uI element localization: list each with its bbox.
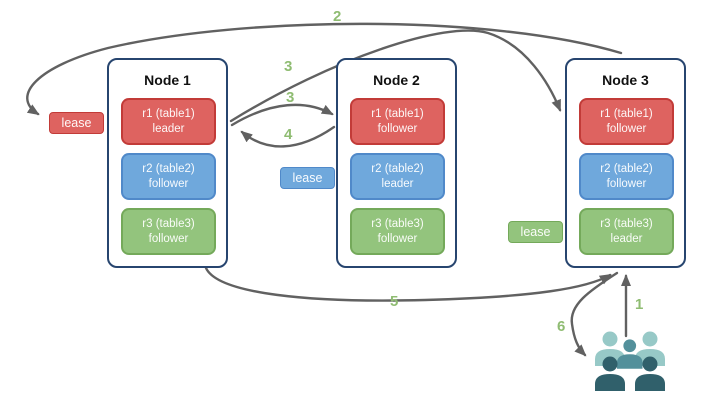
node-1-title: Node 1 — [144, 72, 191, 88]
node-1: Node 1 r1 (table1) leader r2 (table2) fo… — [107, 58, 228, 268]
replica-name: r1 (table1) — [371, 107, 424, 120]
replica-name: r3 (table3) — [600, 217, 653, 230]
replica-name: r1 (table1) — [600, 107, 653, 120]
node-2: Node 2 r1 (table1) follower r2 (table2) … — [336, 58, 457, 268]
lease-badge-table2: lease — [280, 167, 335, 189]
replica-role: follower — [606, 177, 647, 190]
arrow-step5-node1-to-node3 — [204, 266, 612, 302]
node3-replica-r3: r3 (table3) leader — [579, 208, 674, 255]
replica-name: r1 (table1) — [142, 107, 195, 120]
replica-name: r2 (table2) — [371, 162, 424, 175]
node1-replica-r1: r1 (table1) leader — [121, 98, 216, 145]
lease-badge-table1: lease — [49, 112, 104, 134]
node1-replica-r3: r3 (table3) follower — [121, 208, 216, 255]
lease-badge-table3: lease — [508, 221, 563, 243]
step-label-5: 5 — [390, 293, 399, 310]
replica-name: r2 (table2) — [142, 162, 195, 175]
step-label-1: 1 — [635, 296, 644, 313]
step-label-2: 2 — [333, 8, 342, 25]
node-3: Node 3 r1 (table1) follower r2 (table2) … — [565, 58, 686, 268]
replica-name: r3 (table3) — [371, 217, 424, 230]
step-label-4: 4 — [284, 126, 293, 143]
replica-role: follower — [377, 232, 418, 245]
node-2-title: Node 2 — [373, 72, 420, 88]
node-3-title: Node 3 — [602, 72, 649, 88]
node1-replica-r2: r2 (table2) follower — [121, 153, 216, 200]
node2-replica-r1: r1 (table1) follower — [350, 98, 445, 145]
replica-role: leader — [152, 122, 185, 135]
replica-role: follower — [377, 122, 418, 135]
node3-replica-r1: r1 (table1) follower — [579, 98, 674, 145]
replica-role: leader — [381, 177, 414, 190]
replica-role: follower — [606, 122, 647, 135]
node2-replica-r3: r3 (table3) follower — [350, 208, 445, 255]
users-icon — [595, 331, 665, 391]
replica-role: follower — [148, 232, 189, 245]
replica-role: follower — [148, 177, 189, 190]
replica-name: r2 (table2) — [600, 162, 653, 175]
arrow-step3-node1r1-to-node2r1 — [230, 103, 334, 127]
arrow-step6-node3-to-users — [570, 271, 619, 357]
step-label-3b: 3 — [286, 89, 295, 106]
step-label-3a: 3 — [284, 58, 293, 75]
replica-role: leader — [610, 232, 643, 245]
step-label-6: 6 — [557, 318, 566, 335]
node3-replica-r2: r2 (table2) follower — [579, 153, 674, 200]
node2-replica-r2: r2 (table2) leader — [350, 153, 445, 200]
replica-name: r3 (table3) — [142, 217, 195, 230]
